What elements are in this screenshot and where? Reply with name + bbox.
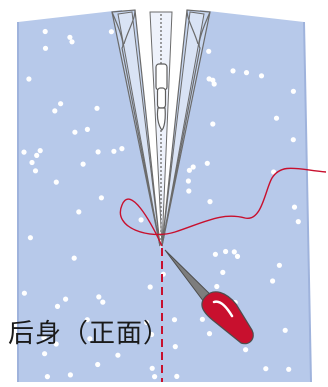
fabric-dot (53, 341, 59, 347)
fabric-dot (231, 249, 237, 255)
fabric-dot (100, 299, 106, 305)
fabric-dot (206, 331, 213, 337)
fabric-dot (42, 28, 48, 35)
fabric-dot (29, 159, 35, 166)
fabric-dot (87, 336, 93, 342)
fabric-dot (26, 76, 32, 82)
fabric-dot (32, 168, 39, 174)
fabric-dot (290, 137, 296, 143)
fabric-dot (185, 178, 191, 184)
fabric-dot (186, 188, 192, 194)
fabric-dot (21, 149, 27, 155)
fabric-dot (210, 121, 216, 127)
fabric-dot (282, 327, 288, 333)
fabric-dot (108, 29, 114, 35)
fabric-dot (206, 76, 212, 82)
fabric-dot (286, 366, 292, 372)
fabric-dot (42, 45, 49, 51)
fabric-dot (243, 347, 249, 353)
fabric-dot (147, 284, 153, 290)
fabric-dot (95, 361, 101, 368)
fabric-dot (290, 88, 296, 94)
fabric-dot (52, 108, 58, 114)
fabric-dot (291, 204, 298, 210)
fabric-dot (34, 152, 40, 158)
panel-label: 后身（正面） (8, 319, 171, 349)
fabric-dot (80, 161, 86, 167)
fabric-dot (44, 374, 51, 380)
zipper-icon (149, 11, 173, 247)
fabric-dot (37, 148, 43, 154)
fabric-dot (207, 199, 213, 205)
fabric-dot (171, 317, 178, 323)
fabric-dot (119, 146, 125, 152)
fabric-dot (270, 278, 276, 284)
fabric-dot (186, 167, 192, 173)
fabric-dot (27, 235, 33, 241)
fabric-dot (96, 294, 102, 300)
fabric-dot (204, 160, 210, 166)
fabric-dot (230, 68, 236, 74)
fabric-dot (111, 148, 117, 154)
fabric-dots (21, 28, 301, 380)
fabric-dot (273, 115, 280, 121)
fabric-dot (84, 317, 90, 323)
fabric-dot (220, 269, 226, 275)
right-seam-flap (161, 9, 211, 247)
fabric-dot (174, 373, 180, 379)
fabric-dot (223, 248, 229, 255)
fabric-dot (276, 262, 282, 268)
fabric-dot (54, 303, 61, 309)
fabric-dot (58, 101, 64, 107)
fabric-dot (67, 34, 73, 40)
fabric-dot (234, 253, 241, 259)
fabric-dot (149, 365, 155, 371)
fabric-dot (63, 296, 69, 302)
fabric-dot (98, 195, 104, 201)
fabric-dot (190, 164, 196, 170)
fabric-dot (152, 374, 158, 380)
thread-icon (119, 167, 327, 247)
fabric-dot (71, 255, 77, 261)
fabric-dot (172, 344, 178, 350)
fabric-dot (53, 179, 59, 185)
fabric-dot (144, 319, 150, 326)
fabric-dot (67, 372, 73, 378)
fabric-dot (214, 283, 220, 290)
fabric-dot (206, 48, 212, 54)
fabric-dot (258, 73, 265, 79)
fabric-dot (243, 70, 250, 76)
fabric-dot (84, 126, 90, 132)
fabric-panel (17, 10, 312, 383)
fabric-dot (295, 219, 301, 225)
fabric-dot (94, 105, 100, 111)
fabric-dot (72, 129, 78, 135)
fabric-dot (95, 149, 101, 155)
left-seam-flap (111, 9, 161, 247)
fabric-dot (21, 290, 27, 296)
fabric-dot (149, 331, 155, 338)
fabric-dot (212, 251, 218, 257)
fabric-dot (263, 366, 269, 372)
fabric-dot (115, 352, 121, 358)
fabric-dot (42, 351, 48, 357)
fabric-dot (69, 39, 75, 45)
fabric-dot (211, 81, 217, 87)
fabric-dot (76, 209, 82, 215)
fabric-dot (138, 217, 144, 223)
needle-icon (164, 249, 254, 345)
fabric-dot (41, 335, 47, 341)
fabric-dot (199, 316, 205, 322)
